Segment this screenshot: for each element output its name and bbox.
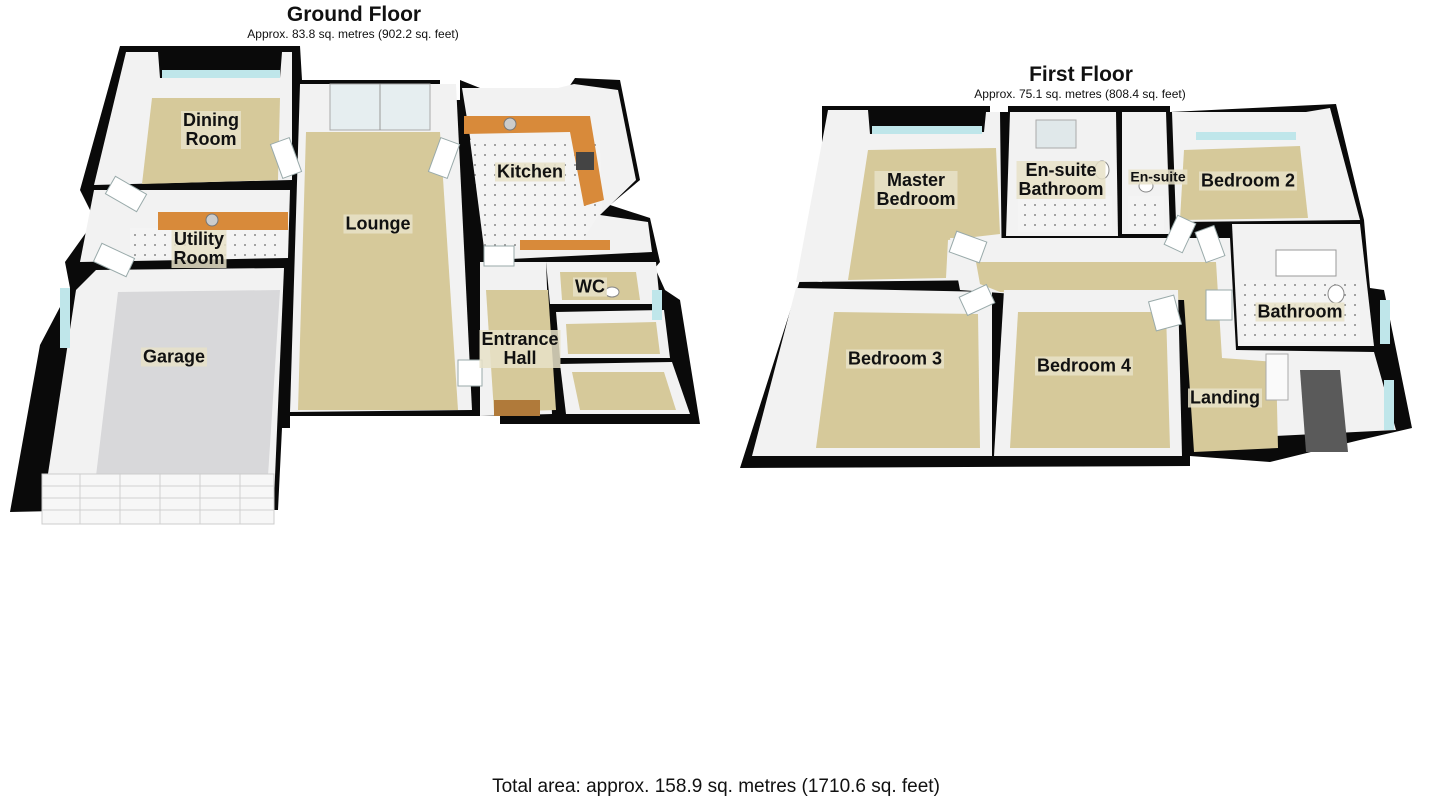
room-label-utility-room: Utility Room [171, 229, 227, 268]
bedroom-4-floor [1010, 312, 1170, 448]
bathroom-toilet-icon [1327, 284, 1345, 304]
garage-door [41, 473, 275, 525]
first-floor-area: Approx. 75.1 sq. metres (808.4 sq. feet) [974, 87, 1186, 101]
bathroom-bath [1275, 249, 1337, 277]
bedroom-3-floor [816, 312, 980, 448]
garage-floor [96, 290, 280, 476]
room-label-bedroom-2: Bedroom 2 [1198, 170, 1298, 191]
ensuite-tile-floor [1128, 196, 1164, 232]
room-label-lounge: Lounge [343, 213, 413, 234]
first-floor-plan [740, 104, 1412, 468]
ensuite-bathroom-tile-floor [1018, 196, 1112, 232]
total-area-caption: Total area: approx. 158.9 sq. metres (17… [492, 776, 940, 797]
landing-window [1384, 380, 1394, 430]
stair-well [1300, 370, 1348, 452]
room-label-bedroom-3: Bedroom 3 [845, 348, 945, 369]
room-label-kitchen: Kitchen [494, 161, 566, 182]
stair-rail [1265, 353, 1289, 401]
room-label-landing: Landing [1188, 387, 1262, 408]
first-floor-title: First Floor [1029, 63, 1133, 86]
room-label-entrance-hall: Entrance Hall [479, 329, 561, 368]
bedroom-2-window [1196, 132, 1296, 140]
hall-cupboard-2-floor [572, 372, 676, 410]
ground-floor-area: Approx. 83.8 sq. metres (902.2 sq. feet) [247, 27, 459, 41]
lounge-floor [298, 132, 458, 410]
room-label-bedroom-4: Bedroom 4 [1034, 355, 1134, 376]
ground-floor-title: Ground Floor [286, 3, 422, 26]
utility-worktop [158, 212, 288, 230]
utility-sink-icon [205, 213, 219, 227]
bathroom-side-window [1380, 300, 1390, 344]
kitchen-sink-icon [503, 117, 517, 131]
room-label-dining-room: Dining Room [181, 110, 241, 149]
garage-side-window [60, 288, 70, 348]
room-label-garage: Garage [140, 346, 208, 367]
ensuite-shower [1035, 119, 1077, 149]
hall-cupboard-1-floor [566, 322, 660, 354]
room-label-ensuite-bathroom: En-suite Bathroom [1016, 160, 1106, 199]
room-label-wc: WC [573, 276, 607, 297]
room-label-bathroom: Bathroom [1255, 301, 1345, 322]
kitchen-side-window [652, 290, 662, 320]
wc-toilet-icon [604, 286, 620, 298]
kitchen-hob-icon [576, 152, 594, 170]
kitchen-bottom-worktop [520, 240, 610, 250]
master-window [872, 126, 982, 134]
front-door-mat [494, 400, 540, 416]
room-label-master-bedroom: Master Bedroom [874, 170, 958, 209]
room-label-ensuite: En-suite [1128, 168, 1188, 185]
dining-window [162, 70, 280, 78]
